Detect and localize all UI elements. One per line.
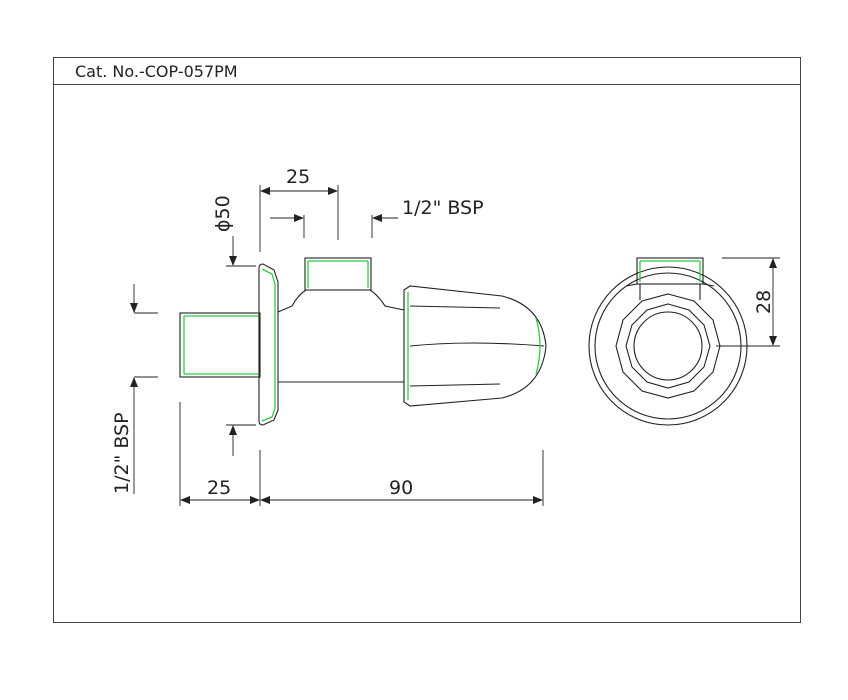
- inlet-stub: [179, 312, 261, 378]
- valve-body: [277, 289, 405, 383]
- dim-top-width-label: 25: [286, 166, 310, 188]
- side-view: 25 1/2" BSP ϕ50: [111, 166, 547, 506]
- dim-inlet-length-label: 25: [207, 477, 231, 499]
- dim-top-thread-label: 1/2" BSP: [402, 197, 484, 219]
- dim-side-height: 28: [716, 257, 780, 347]
- dim-inlet-thread-label: 1/2" BSP: [111, 412, 133, 494]
- front-handle-outer: [615, 293, 721, 399]
- dim-flange-diameter: ϕ50: [212, 195, 256, 456]
- front-view: 28: [588, 257, 780, 426]
- catalog-number: Cat. No.-COP-057PM: [75, 62, 238, 81]
- flange: [258, 263, 279, 426]
- front-handle-inner: [625, 303, 711, 389]
- front-outlet-stub: [625, 257, 715, 300]
- front-spindle: [633, 311, 703, 381]
- dim-flange-diameter-label: ϕ50: [212, 195, 234, 232]
- dim-side-height-label: 28: [753, 290, 775, 314]
- dim-top-width: 25: [259, 166, 339, 252]
- dim-top-thread: 1/2" BSP: [270, 197, 484, 238]
- dim-inlet-thread: 1/2" BSP: [111, 284, 158, 494]
- outlet-stub: [304, 257, 372, 291]
- dim-bottom-lengths: 25 90: [179, 402, 544, 506]
- handle: [403, 285, 547, 407]
- dim-body-length-label: 90: [389, 477, 413, 499]
- drawing-frame: [53, 57, 801, 623]
